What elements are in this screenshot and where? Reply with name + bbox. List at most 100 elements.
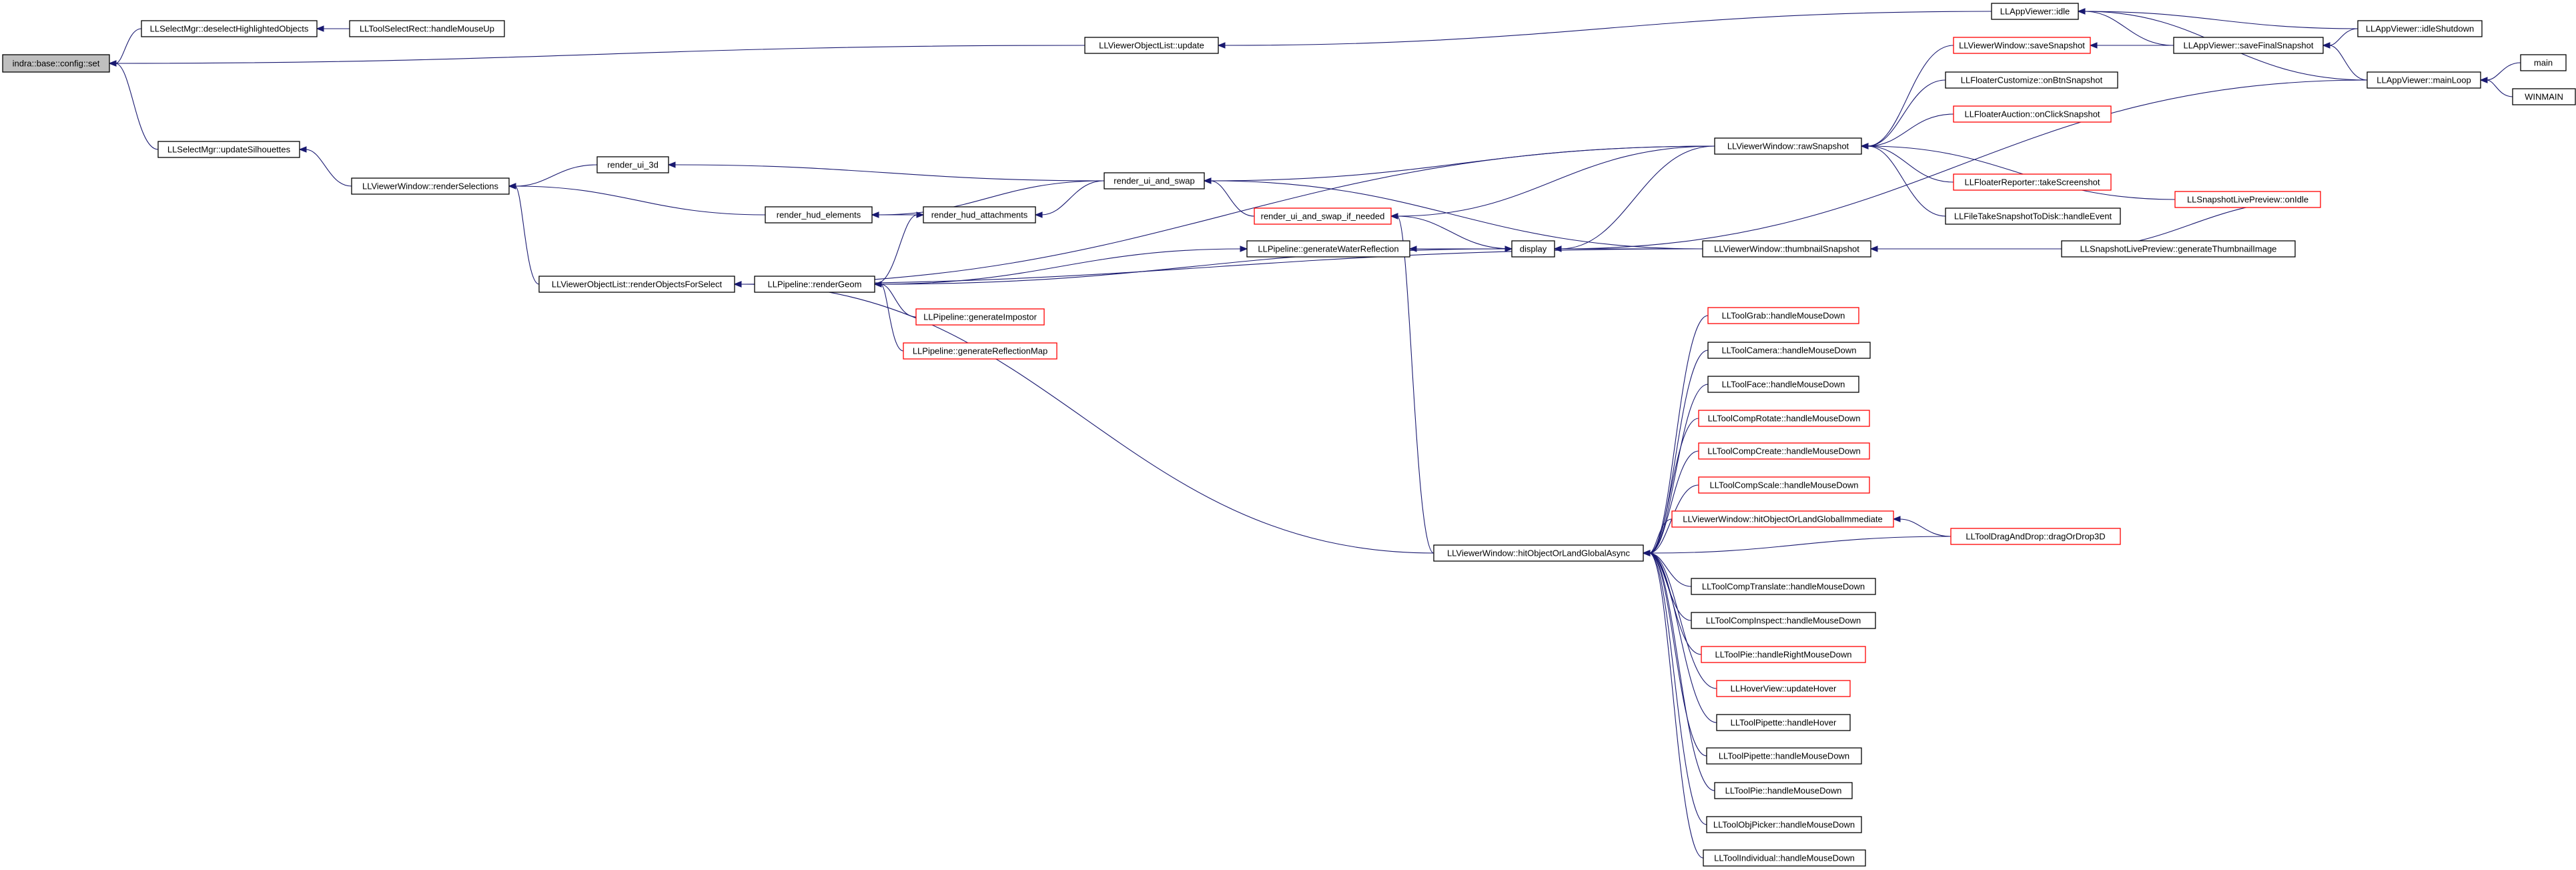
edge-line [1041, 180, 1105, 215]
graph-node[interactable]: LLSelectMgr::deselectHighlightedObjects [141, 20, 318, 37]
graph-node[interactable]: LLFloaterAuction::onClickSnapshot [1953, 105, 2112, 123]
graph-node[interactable]: render_hud_attachments [923, 206, 1036, 224]
graph-node[interactable]: LLViewerWindow::saveSnapshot [1953, 37, 2091, 54]
node-label: display [1520, 244, 1547, 254]
edge-line [1649, 418, 1699, 554]
graph-node[interactable]: LLViewerWindow::hitObjectOrLandGlobalImm… [1671, 510, 1894, 528]
graph-node[interactable]: LLViewerWindow::thumbnailSnapshot [1702, 240, 1871, 258]
graph-node[interactable]: display [1511, 240, 1555, 258]
graph-node[interactable]: LLPipeline::generateImpostor [915, 308, 1045, 326]
node-layer: indra::base::config::setLLSelectMgr::des… [2, 3, 2576, 867]
graph-node[interactable]: LLViewerObjectList::update [1084, 37, 1219, 54]
graph-node[interactable]: LLFloaterReporter::takeScreenshot [1953, 173, 2112, 191]
node-label: LLToolIndividual::handleMouseDown [1714, 853, 1855, 863]
graph-node[interactable]: LLPipeline::generateReflectionMap [903, 342, 1057, 360]
arrowhead [1203, 177, 1212, 184]
node-label: LLAppViewer::idle [2000, 7, 2070, 17]
graph-node[interactable]: LLToolPipette::handleMouseDown [1706, 747, 1862, 765]
call-edge [2089, 42, 2174, 49]
graph-node[interactable]: LLToolGrab::handleMouseDown [1707, 307, 1859, 324]
graph-node[interactable]: LLViewerWindow::hitObjectOrLandGlobalAsy… [1433, 544, 1644, 562]
node-label: LLFileTakeSnapshotToDisk::handleEvent [1954, 211, 2112, 222]
node-box [1991, 3, 2079, 20]
node-label: LLViewerWindow::rawSnapshot [1727, 141, 1849, 151]
graph-node[interactable]: LLToolPie::handleRightMouseDown [1701, 646, 1866, 663]
graph-node[interactable]: LLToolIndividual::handleMouseDown [1703, 849, 1866, 867]
graph-node[interactable]: WINMAIN [2512, 88, 2576, 105]
graph-node[interactable]: LLToolCompInspect::handleMouseDown [1691, 612, 1876, 629]
node-label: LLToolPipette::handleMouseDown [1719, 751, 1849, 761]
graph-node[interactable]: LLToolPipette::handleHover [1716, 714, 1851, 731]
graph-node[interactable]: LLHoverView::updateHover [1716, 680, 1851, 697]
graph-node[interactable]: LLFloaterCustomize::onBtnSnapshot [1945, 71, 2118, 89]
graph-node[interactable]: LLFileTakeSnapshotToDisk::handleEvent [1945, 207, 2121, 225]
arrowhead [508, 183, 516, 189]
edge-line [880, 284, 917, 318]
call-edge [1642, 518, 1673, 556]
node-label: LLToolObjPicker::handleMouseDown [1713, 820, 1855, 830]
call-edge [1390, 145, 1715, 220]
graph-node[interactable]: LLToolDragAndDrop::dragOrDrop3D [1950, 528, 2121, 545]
node-label: render_hud_elements [777, 210, 861, 220]
node-label: LLViewerObjectList::renderObjectsForSele… [552, 280, 723, 290]
edge-line [115, 45, 1086, 64]
edge-line [674, 164, 1105, 181]
graph-node[interactable]: render_ui_and_swap [1104, 172, 1205, 189]
node-box [1698, 442, 1870, 460]
graph-node[interactable]: LLAppViewer::idle [1991, 3, 2079, 20]
graph-node[interactable]: LLViewerWindow::rawSnapshot [1714, 137, 1862, 155]
call-edge [298, 146, 352, 187]
graph-node[interactable]: LLToolObjPicker::handleMouseDown [1706, 816, 1862, 833]
call-edge [2077, 8, 2174, 46]
graph-node[interactable]: LLToolCompScale::handleMouseDown [1698, 476, 1870, 494]
graph-node[interactable]: render_ui_3d [596, 156, 669, 173]
edge-line [1224, 11, 1992, 46]
graph-node[interactable]: LLToolCompCreate::handleMouseDown [1698, 442, 1870, 460]
call-edge [508, 183, 540, 285]
graph-node[interactable]: LLViewerObjectList::renderObjectsForSele… [538, 276, 735, 293]
node-label: LLViewerObjectList::update [1099, 41, 1204, 51]
call-edge [874, 246, 1513, 285]
call-edge [108, 60, 159, 150]
graph-node[interactable]: LLSnapshotLivePreview::onIdle [2174, 191, 2321, 208]
node-label: WINMAIN [2525, 92, 2563, 102]
edge-line [874, 248, 1242, 285]
graph-node[interactable]: LLViewerWindow::renderSelections [351, 177, 510, 195]
edge-line [305, 149, 352, 187]
graph-node[interactable]: LLPipeline::generateWaterReflection [1246, 240, 1410, 258]
edge-line [1649, 552, 1704, 859]
graph-node[interactable]: LLToolCompRotate::handleMouseDown [1698, 410, 1870, 427]
graph-node[interactable]: LLAppViewer::saveFinalSnapshot [2173, 37, 2324, 54]
graph-node[interactable]: LLAppViewer::idleShutdown [2357, 20, 2483, 37]
graph-node[interactable]: LLToolFace::handleMouseDown [1707, 376, 1859, 393]
graph-node[interactable]: LLPipeline::renderGeom [754, 276, 875, 293]
node-box [1701, 646, 1866, 663]
node-box [1707, 307, 1859, 324]
graph-node[interactable]: LLToolCamera::handleMouseDown [1707, 342, 1871, 359]
graph-node[interactable]: render_hud_elements [765, 206, 873, 224]
node-box [1703, 849, 1866, 867]
graph-node[interactable]: LLAppViewer::mainLoop [2367, 71, 2481, 89]
graph-node[interactable]: main [2520, 54, 2567, 71]
graph-node[interactable]: LLToolPie::handleMouseDown [1714, 782, 1853, 799]
edge-line [1867, 145, 2176, 200]
edge-layer [108, 8, 2521, 859]
call-edge [1642, 536, 1952, 556]
node-box [2520, 54, 2567, 71]
node-box [1698, 476, 1870, 494]
graph-node[interactable]: render_ui_and_swap_if_needed [1254, 207, 1392, 225]
edge-line [115, 28, 142, 64]
graph-node[interactable]: LLToolCompTranslate::handleMouseDown [1691, 578, 1876, 595]
node-box [1246, 240, 1410, 258]
call-edge [108, 45, 1086, 67]
arrowhead [108, 60, 117, 67]
graph-node[interactable]: LLSelectMgr::updateSilhouettes [157, 141, 300, 158]
node-label: render_ui_3d [607, 160, 659, 170]
node-box [141, 20, 318, 37]
node-box [596, 156, 669, 173]
graph-node[interactable]: LLToolSelectRect::handleMouseUp [349, 20, 505, 37]
arrowhead [1240, 246, 1248, 252]
edge-line [1649, 552, 1715, 791]
node-box [2061, 240, 2296, 258]
graph-node[interactable]: LLSnapshotLivePreview::generateThumbnail… [2061, 240, 2296, 258]
